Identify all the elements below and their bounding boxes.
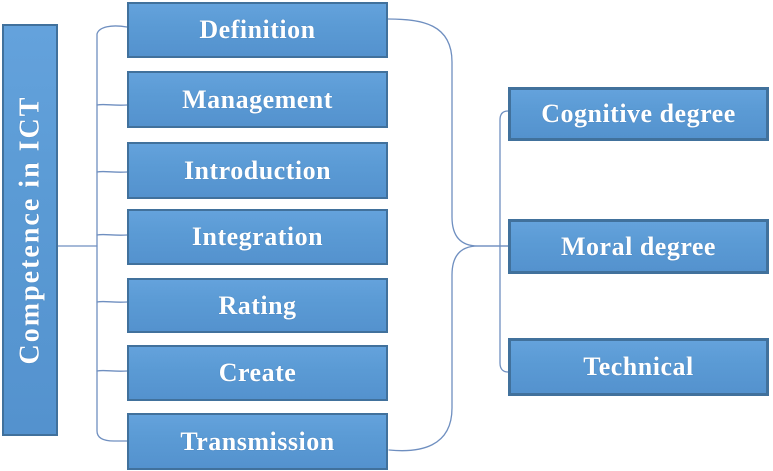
connector-stub-create bbox=[96, 369, 128, 372]
node-label: Integration bbox=[191, 222, 324, 251]
node-introduction: Introduction bbox=[127, 142, 388, 199]
node-label: Technical bbox=[583, 352, 694, 381]
node-transmission: Transmission bbox=[127, 413, 388, 470]
node-label: Moral degree bbox=[561, 231, 716, 261]
node-label: Definition bbox=[199, 15, 316, 44]
node-integration: Integration bbox=[127, 209, 388, 265]
node-label: Create bbox=[218, 358, 297, 387]
connector-definition-to-moral bbox=[387, 18, 509, 247]
node-label: Transmission bbox=[180, 426, 335, 456]
connector-left-bracket bbox=[96, 25, 128, 442]
node-competence-in-ict: Competence in ICT bbox=[2, 24, 58, 436]
node-label: Introduction bbox=[183, 155, 332, 185]
node-moral-degree: Moral degree bbox=[508, 219, 769, 274]
node-management: Management bbox=[127, 71, 388, 128]
connector-transmission-to-moral bbox=[388, 245, 509, 452]
connector-stub-rating bbox=[96, 300, 128, 303]
node-label: Rating bbox=[218, 290, 297, 320]
node-label: Management bbox=[182, 84, 333, 114]
node-definition: Definition bbox=[127, 2, 388, 58]
node-label: Competence in ICT bbox=[14, 95, 45, 365]
node-create: Create bbox=[127, 345, 388, 401]
node-cognitive-degree: Cognitive degree bbox=[508, 87, 769, 141]
connector-right-bracket bbox=[499, 110, 509, 373]
connector-stub-introduction bbox=[96, 170, 128, 173]
node-label: Cognitive degree bbox=[541, 99, 736, 128]
node-rating: Rating bbox=[127, 278, 388, 333]
node-technical: Technical bbox=[508, 338, 769, 396]
connector-stub-management bbox=[96, 103, 128, 106]
connector-stub-integration bbox=[96, 233, 128, 236]
